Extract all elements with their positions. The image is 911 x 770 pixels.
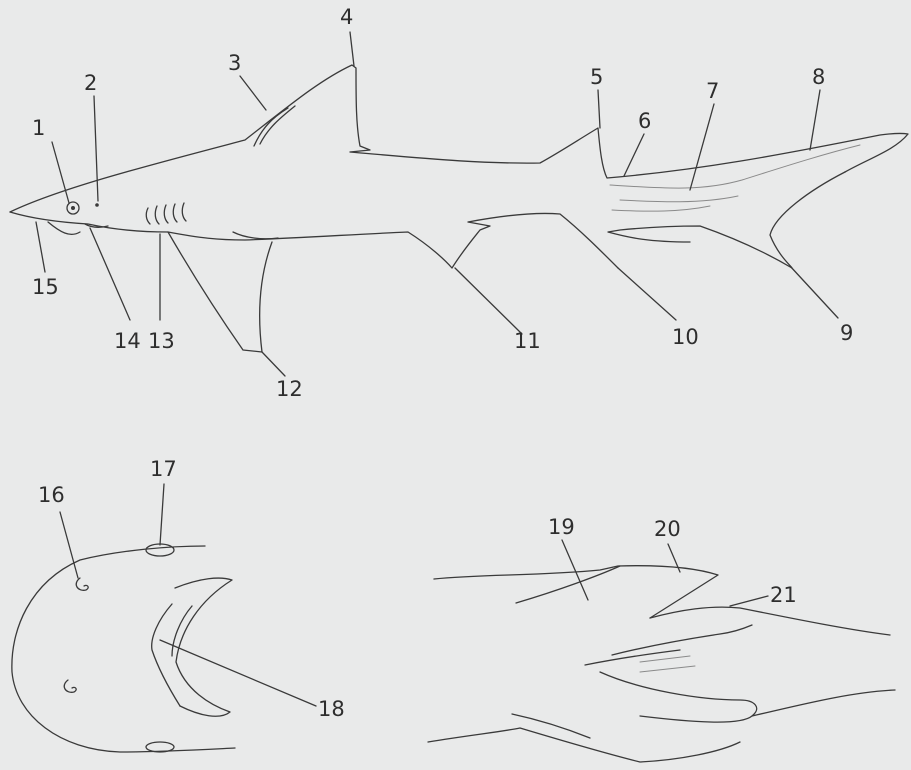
gill-opening-icon (146, 544, 174, 556)
label-14: 14 (114, 329, 141, 353)
pelvic-clasper-view (428, 566, 895, 762)
shark-head-ventral-view (12, 544, 235, 752)
label-7: 7 (706, 79, 719, 103)
gill-slits (146, 203, 186, 224)
shark-caudal-outline (608, 172, 845, 268)
label-9: 9 (840, 321, 853, 345)
label-19: 19 (548, 515, 575, 539)
label-13: 13 (148, 329, 175, 353)
label-8: 8 (812, 65, 825, 89)
label-4: 4 (340, 5, 353, 29)
shark-ventral-outline (10, 212, 618, 268)
shark-pectoral-fin (168, 232, 272, 352)
label-15: 15 (32, 275, 59, 299)
leader-lines (36, 32, 838, 706)
spiracle-icon (95, 203, 99, 207)
label-20: 20 (654, 517, 681, 541)
label-2: 2 (84, 71, 97, 95)
label-1: 1 (32, 116, 45, 140)
shark-dorsal-outline (10, 65, 908, 212)
label-10: 10 (672, 325, 699, 349)
label-11: 11 (514, 329, 541, 353)
label-12: 12 (276, 377, 303, 401)
shark-lateral-view (10, 65, 908, 352)
number-labels: 1 2 3 4 5 6 7 8 9 10 11 12 13 14 15 16 1… (32, 5, 853, 721)
label-16: 16 (38, 483, 65, 507)
head-outline (12, 546, 235, 752)
label-18: 18 (318, 697, 345, 721)
label-21: 21 (770, 583, 797, 607)
label-3: 3 (228, 51, 241, 75)
label-17: 17 (150, 457, 177, 481)
mouth-outline (175, 578, 232, 716)
label-5: 5 (590, 65, 603, 89)
label-6: 6 (638, 109, 651, 133)
